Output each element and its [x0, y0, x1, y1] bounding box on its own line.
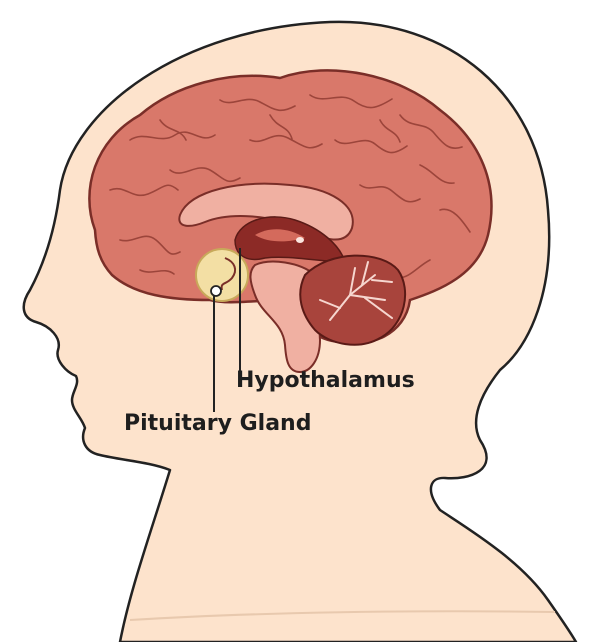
pituitary-gland-dot: [211, 286, 221, 296]
ventricle-dot: [296, 237, 304, 243]
pituitary-gland-label: Pituitary Gland: [124, 413, 311, 435]
hypothalamus-label: Hypothalamus: [236, 370, 415, 392]
cerebellum: [300, 256, 405, 345]
